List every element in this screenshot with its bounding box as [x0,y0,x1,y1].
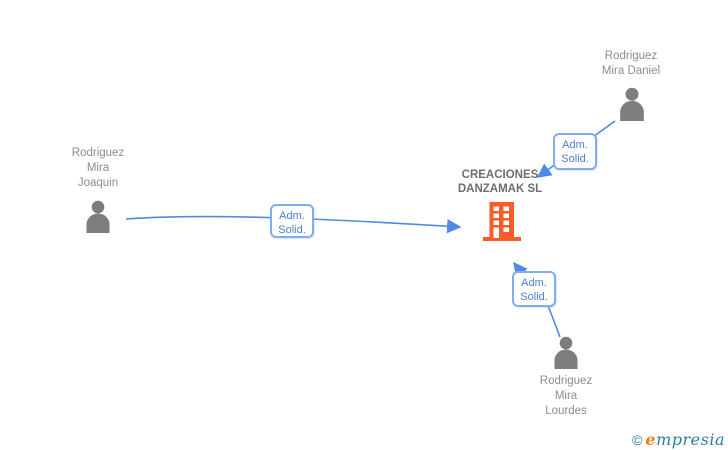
edge-label-line: Solid. [278,224,306,236]
edge-label-line: Adm. [562,139,588,151]
person-node-lourdes[interactable] [552,336,580,369]
empresia-logo[interactable]: © empresia [632,430,725,449]
person-icon [620,87,644,121]
person-label-lourdes: Rodriguez Mira Lourdes [506,374,626,419]
person-label-line: Mira Daniel [601,65,661,77]
brand-rest: mpresia [656,430,725,449]
edge-label-daniel[interactable]: Adm. Solid. [553,133,597,170]
copyright-icon: © [632,432,643,448]
edge-label-line: Solid. [520,291,548,303]
company-label-line: DANZAMAK SL [457,183,543,195]
person-label-line: Lourdes [545,405,587,417]
person-label-line: Mira [86,162,110,174]
person-label-joaquin: Rodriguez Mira Joaquin [38,146,158,191]
person-label-line: Joaquin [77,177,119,189]
person-node-joaquin[interactable] [84,200,112,233]
edge-label-joaquin[interactable]: Adm. Solid. [270,204,314,238]
person-label-line: Rodriguez [539,375,593,387]
person-node-daniel[interactable] [617,87,647,121]
brand-initial: e [645,430,657,449]
edge-label-line: Adm. [521,277,547,289]
person-label-daniel: Rodriguez Mira Daniel [571,49,691,79]
person-label-line: Mira [554,390,578,402]
person-label-line: Rodriguez [604,50,658,62]
company-label-line: CREACIONES [461,169,539,181]
edge-label-line: Adm. [279,210,305,222]
edge-label-line: Solid. [561,153,589,165]
building-icon [483,202,521,241]
person-label-line: Rodriguez [71,147,125,159]
brand-wordmark: empresia [645,430,725,449]
person-icon [86,200,110,233]
company-label: CREACIONES DANZAMAK SL [430,168,570,196]
edge-label-lourdes[interactable]: Adm. Solid. [512,271,556,307]
person-icon [554,336,578,369]
company-node[interactable] [483,202,521,242]
